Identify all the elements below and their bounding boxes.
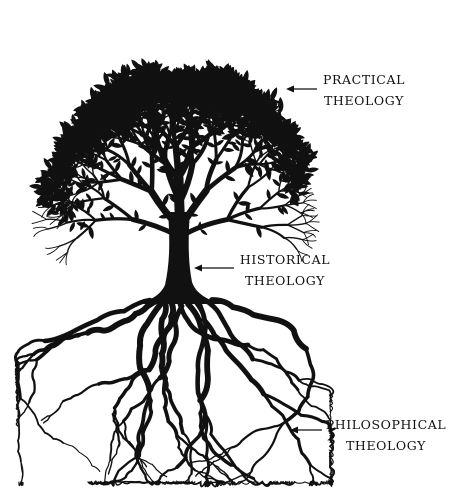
tree-roots xyxy=(14,297,336,488)
tree-trunk xyxy=(138,212,222,304)
historical-label-line1: HISTORICAL xyxy=(239,252,331,267)
practical-label-line1: PRACTICAL xyxy=(323,72,405,87)
practical-label-line2: THEOLOGY xyxy=(324,93,404,108)
arrow-practical xyxy=(286,85,317,93)
historical-label-line2: THEOLOGY xyxy=(245,273,325,288)
tree-canopy-leaves xyxy=(29,58,319,240)
philosophical-label-line1: PHILOSOPHICAL xyxy=(325,417,447,432)
arrow-philosophical xyxy=(290,426,322,434)
practical-theology-label: PRACTICAL THEOLOGY xyxy=(318,69,410,111)
philosophical-label-line2: THEOLOGY xyxy=(346,438,426,453)
philosophical-theology-label: PHILOSOPHICAL THEOLOGY xyxy=(324,414,448,456)
historical-theology-label: HISTORICAL THEOLOGY xyxy=(236,249,334,291)
arrow-historical xyxy=(194,264,234,272)
